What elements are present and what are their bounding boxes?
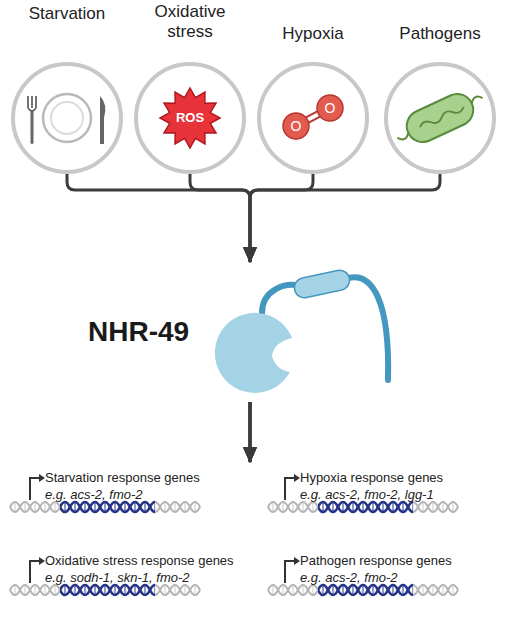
gene-examples: e.g. sodh-1, skn-1, fmo-2 bbox=[45, 570, 250, 586]
gene-examples: e.g. acs-2, fmo-2, lgg-1 bbox=[300, 487, 500, 503]
flow-arrow bbox=[250, 174, 313, 262]
gene-group-title: Starvation response genes bbox=[45, 470, 250, 486]
oxygen-molecule bbox=[283, 95, 343, 139]
circle-outline bbox=[259, 64, 367, 172]
circle-outline bbox=[11, 62, 123, 174]
protein-node: NHR-49 bbox=[80, 262, 390, 402]
protein-illustration bbox=[215, 268, 388, 392]
bacterium-icon bbox=[391, 84, 490, 153]
gene-group: Oxidative stress response genese.g. sodh… bbox=[20, 545, 250, 607]
gene-examples: e.g. acs-2, fmo-2 bbox=[45, 487, 250, 503]
gene-group: Starvation response genese.g. acs-2, fmo… bbox=[20, 462, 250, 524]
tss-arrow bbox=[285, 557, 300, 583]
flow-arrow bbox=[190, 174, 250, 262]
ros-text: ROS bbox=[160, 110, 220, 126]
stress-label: Hypoxia bbox=[233, 24, 393, 44]
circle-outline bbox=[136, 64, 244, 172]
flow-arrow bbox=[249, 402, 252, 462]
gene-group-title: Hypoxia response genes bbox=[300, 470, 500, 486]
gene-group-title: Oxidative stress response genes bbox=[45, 553, 250, 569]
dna-helix bbox=[10, 585, 200, 595]
stress-label: Pathogens bbox=[360, 24, 505, 44]
gene-group-title: Pathogen response genes bbox=[300, 553, 500, 569]
stress-label: Starvation bbox=[0, 4, 147, 24]
circle-outline bbox=[257, 62, 369, 174]
circle-outline bbox=[384, 62, 496, 174]
circle-outline bbox=[13, 64, 121, 172]
gene-group: Pathogen response genese.g. acs-2, fmo-2 bbox=[250, 545, 500, 607]
flow-arrow bbox=[249, 402, 252, 462]
flow-arrow bbox=[249, 402, 252, 462]
circle-outline bbox=[386, 64, 494, 172]
atom-symbol: O bbox=[320, 100, 340, 116]
stress-label: Oxidative stress bbox=[140, 2, 240, 42]
atom-symbol: O bbox=[286, 118, 306, 134]
dna-helix bbox=[268, 502, 458, 512]
flow-arrow bbox=[67, 174, 250, 262]
dna-helix bbox=[10, 502, 200, 512]
gene-examples: e.g. acs-2, fmo-2 bbox=[300, 570, 500, 586]
flow-arrow bbox=[249, 402, 252, 462]
dna-helix bbox=[268, 585, 458, 595]
stress-circle: Starvation bbox=[11, 62, 123, 174]
plate-icon bbox=[28, 94, 105, 144]
ros-burst bbox=[160, 88, 220, 148]
protein-name: NHR-49 bbox=[88, 316, 218, 348]
stress-circle: Hypoxia bbox=[257, 62, 369, 174]
gene-group: Hypoxia response genese.g. acs-2, fmo-2,… bbox=[250, 462, 500, 524]
tss-arrow bbox=[285, 474, 300, 500]
flow-arrow bbox=[250, 174, 440, 262]
stress-circle: Pathogens bbox=[384, 62, 496, 174]
tss-arrow bbox=[30, 474, 45, 500]
tss-arrow bbox=[30, 557, 45, 583]
